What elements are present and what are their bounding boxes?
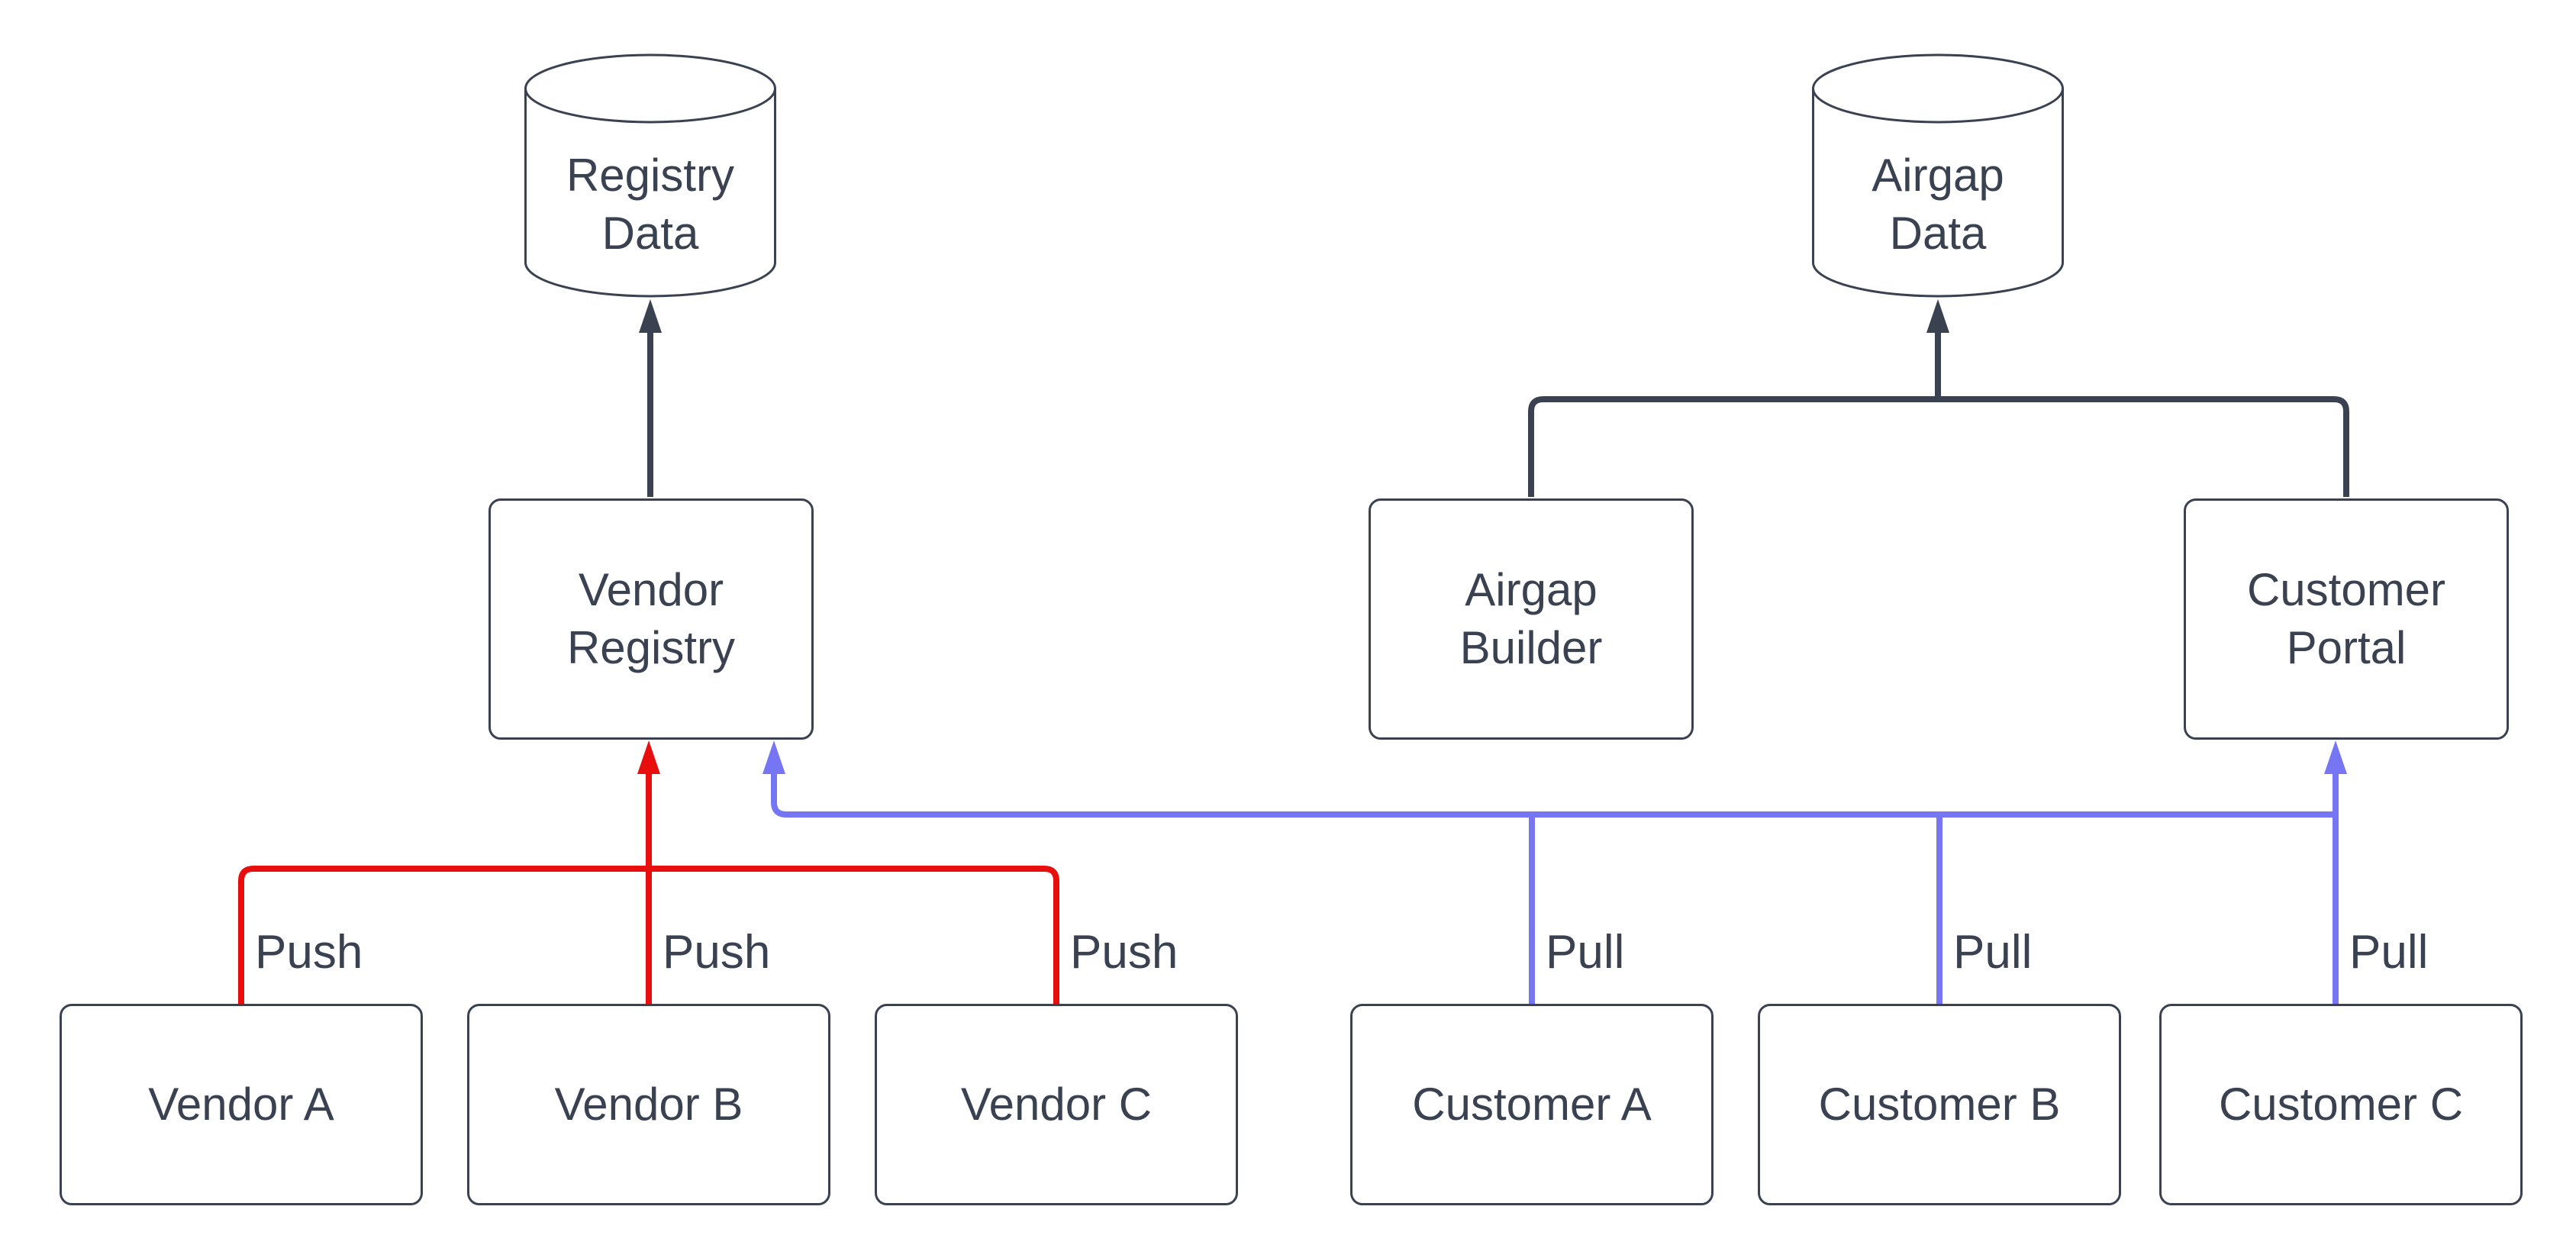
node-label: Airgap Data (1872, 150, 2004, 259)
cylinder-shape (524, 53, 776, 298)
edge-label-push: Push (1070, 926, 1178, 979)
node-airgap-data: Airgap Data (1812, 53, 2064, 298)
node-vendor-registry: Vendor Registry (488, 498, 814, 740)
edge-label-pull: Pull (1953, 926, 2033, 979)
data-edges (639, 299, 2349, 497)
node-label: Registry Data (566, 150, 735, 259)
node-vendor-b: Vendor B (467, 1004, 830, 1205)
pull-edges (762, 740, 2347, 1004)
edge-label-pull: Pull (1546, 926, 1625, 979)
push-edges (238, 740, 1059, 1004)
node-customer-b: Customer B (1758, 1004, 2121, 1205)
edge-label-pull: Pull (2349, 926, 2429, 979)
node-customer-a: Customer A (1350, 1004, 1714, 1205)
edge-label-push: Push (255, 926, 363, 979)
edge-label-push: Push (663, 926, 771, 979)
node-vendor-a: Vendor A (60, 1004, 423, 1205)
cylinder-shape (1812, 53, 2064, 298)
node-vendor-c: Vendor C (875, 1004, 1238, 1205)
node-customer-c: Customer C (2159, 1004, 2523, 1205)
node-registry-data: Registry Data (524, 53, 776, 298)
node-airgap-builder: Airgap Builder (1369, 498, 1694, 740)
node-customer-portal: Customer Portal (2184, 498, 2509, 740)
